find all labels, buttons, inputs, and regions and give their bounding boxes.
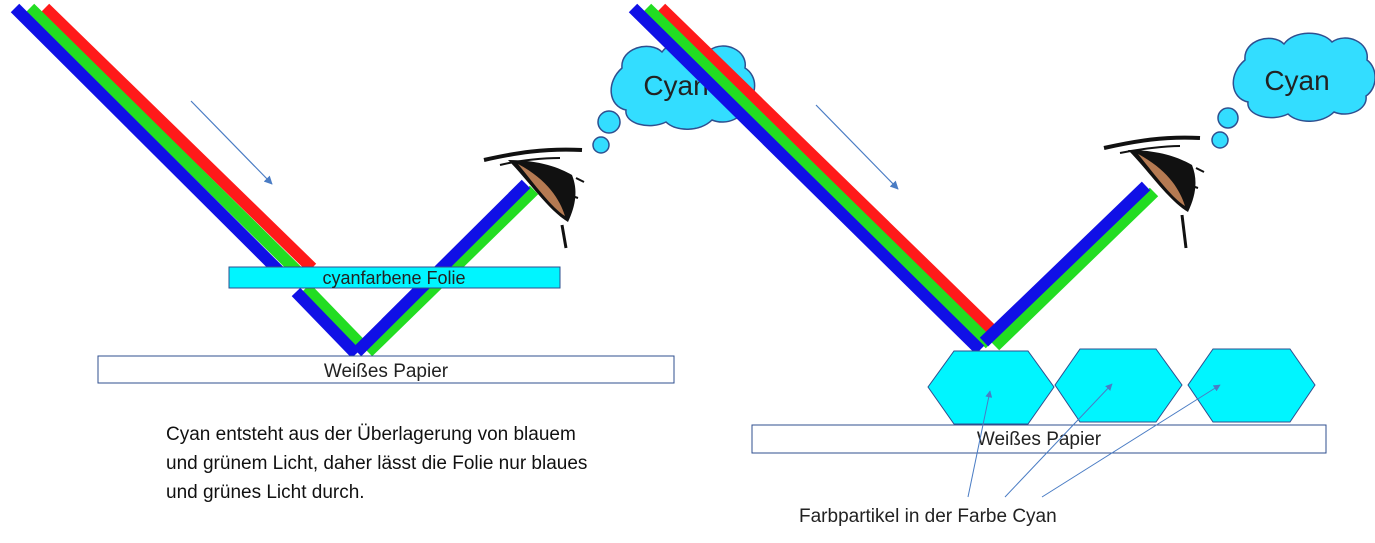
right-reflected-blue-ray (979, 181, 1151, 347)
right-incoming-green-ray (642, 3, 995, 349)
cyan-particle-hexagon (927, 350, 1055, 425)
right-reflected-light-beam (979, 181, 1159, 351)
right-paper-label: Weißes Papier (977, 429, 1102, 450)
left-eye-icon (483, 147, 585, 249)
left-thought-dot-small (592, 136, 610, 154)
right-light-direction-arrow (815, 104, 899, 190)
right-incoming-red-ray (656, 3, 1005, 343)
particle-pointer-arrow (1004, 383, 1113, 498)
left-incoming-red-ray (40, 3, 317, 273)
left-thought-dot-medium (597, 110, 621, 134)
right-thought-cloud (1232, 32, 1375, 122)
left-incoming-light-beam (10, 3, 317, 289)
cyan-filter-label: cyanfarbene Folie (322, 268, 465, 288)
particles-label: Farbpartikel in der Farbe Cyan (799, 506, 1057, 527)
right-incoming-light-beam (628, 3, 1005, 355)
left-light-direction-arrow (190, 100, 273, 185)
cyan-particle-hexagon (1054, 348, 1183, 423)
right-reflected-green-ray (990, 187, 1159, 351)
left-incoming-green-ray (25, 3, 307, 281)
left-paper-label: Weißes Papier (324, 361, 449, 382)
right-thought-bubble: Cyan (1211, 32, 1375, 149)
left-incoming-blue-ray (10, 3, 297, 289)
particle-pointer-arrow (1041, 384, 1221, 498)
left-white-paper (97, 355, 675, 384)
left-panel: cyanfarbene Folie Weißes Papier Cyan (10, 3, 756, 384)
right-white-paper (751, 424, 1327, 454)
cyan-filter-foil (228, 266, 561, 289)
right-eye-icon (1103, 135, 1205, 249)
particle-pointer-arrow (967, 390, 993, 498)
left-filtered-blue-ray-down (291, 287, 361, 359)
right-thought-dot-medium (1217, 107, 1239, 129)
right-thought-label: Cyan (1264, 65, 1329, 96)
explanation-text: Cyan entsteht aus der Überlagerung von b… (166, 424, 588, 503)
cyan-particle-hexagon (1187, 348, 1316, 423)
right-incoming-blue-ray (628, 3, 985, 355)
left-filtered-green-ray-down (301, 283, 371, 355)
right-thought-dot-small (1211, 131, 1229, 149)
right-panel: Weißes Papier Farbpartikel in der Farbe … (628, 3, 1375, 527)
